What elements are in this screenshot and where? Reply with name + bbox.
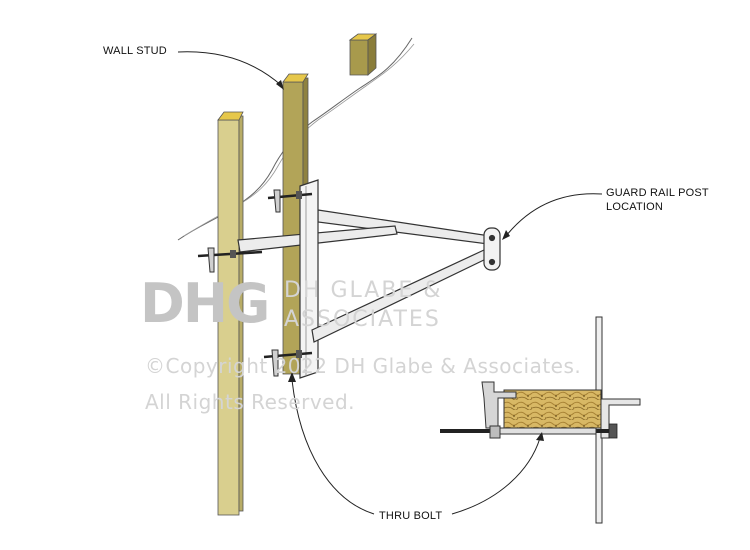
wall-stud-front	[217, 111, 244, 516]
thru-bolt-leader-right	[451, 437, 541, 515]
watermark-company-line1: DH GLABE &	[284, 278, 443, 303]
watermark-copyright-line2: All Rights Reserved.	[145, 390, 356, 414]
lumber-section	[503, 389, 602, 429]
wall-stud-label: WALL STUD	[103, 45, 167, 57]
watermark-company-line2: ASSOCIATES	[284, 307, 441, 332]
guard-rail-post-plate	[483, 227, 501, 271]
wall-bracket	[237, 179, 501, 379]
thru-bolt-label: THRU BOLT	[379, 510, 443, 522]
wall-stud-leader	[177, 51, 283, 87]
watermark-copyright-line1: ©Copyright 2022 DH Glabe & Associates.	[145, 354, 582, 378]
thru-bolt-middle	[197, 247, 263, 273]
wall-stud-far	[348, 33, 378, 76]
thru-bolt-top	[267, 189, 313, 213]
guard-rail-label-line1: GUARD RAIL POST	[606, 187, 709, 199]
guard-rail-label-line2: LOCATION	[606, 201, 664, 213]
thru-bolt-bottom	[263, 349, 313, 377]
guard-rail-leader	[505, 193, 603, 237]
thru-bolt-leader-left	[291, 379, 375, 515]
watermark-logo: DHG	[140, 272, 270, 335]
guard-rail-post-label: GUARD RAIL POST LOCATION	[606, 186, 746, 214]
bracket-section-detail	[440, 316, 641, 524]
